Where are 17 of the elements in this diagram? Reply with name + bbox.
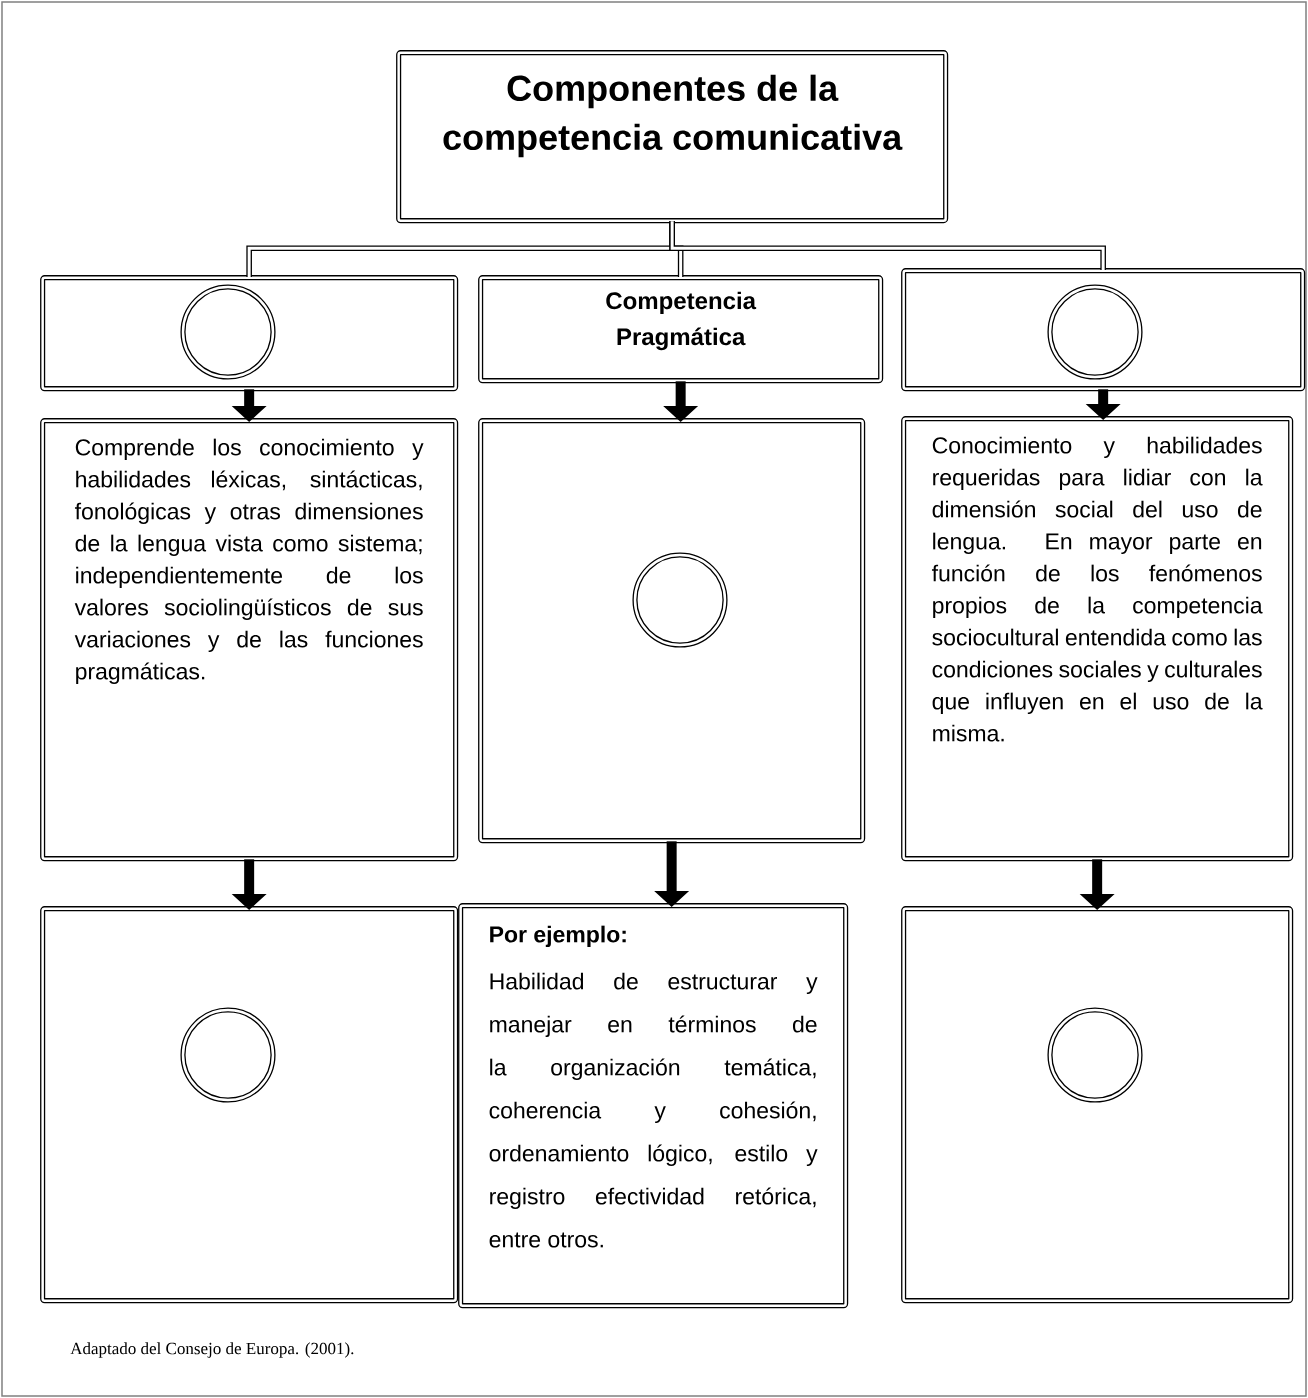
- empty-box: [478, 418, 866, 844]
- empty-box: [40, 906, 459, 1304]
- empty-circle: [180, 284, 276, 380]
- empty-box: [40, 275, 459, 392]
- empty-circle: [1047, 284, 1143, 380]
- empty-box: [901, 906, 1294, 1304]
- text-box: Por ejemplo: Habilidad de estructurar y manejar en términos de la organización temática, coherencia y cohesión, ordenamiento lógico, estilo y registro efectividad retórica, entre otros.: [458, 903, 849, 1309]
- caption: Adaptado del Consejo de Europa. (2001).: [70, 1342, 354, 1358]
- text-box: Conocimiento y habilidades requeridas para lidiar con la dimensión social del uso de lengua. En mayor parte en función de los fenómenos propios de la competencia sociocultural entendida como las condiciones sociales y culturales que influyen en el uso de la misma.: [901, 416, 1294, 862]
- empty-circle: [180, 1007, 276, 1103]
- title-box: Componentes de la competencia comunicativa: [396, 50, 949, 224]
- empty-box: [901, 268, 1306, 392]
- empty-circle: [1047, 1007, 1143, 1103]
- empty-circle: [632, 552, 728, 648]
- connector-line: [669, 221, 1106, 270]
- heading-box: Competencia Pragmática: [478, 275, 884, 384]
- text-box: Comprende los conocimiento y habilidades léxicas, sintácticas, fonológicas y otras dimensiones de la lengua vista como sistema; independientemente de los valores sociolingüísticos de sus variaciones y de las funciones pragmáticas.: [40, 418, 459, 862]
